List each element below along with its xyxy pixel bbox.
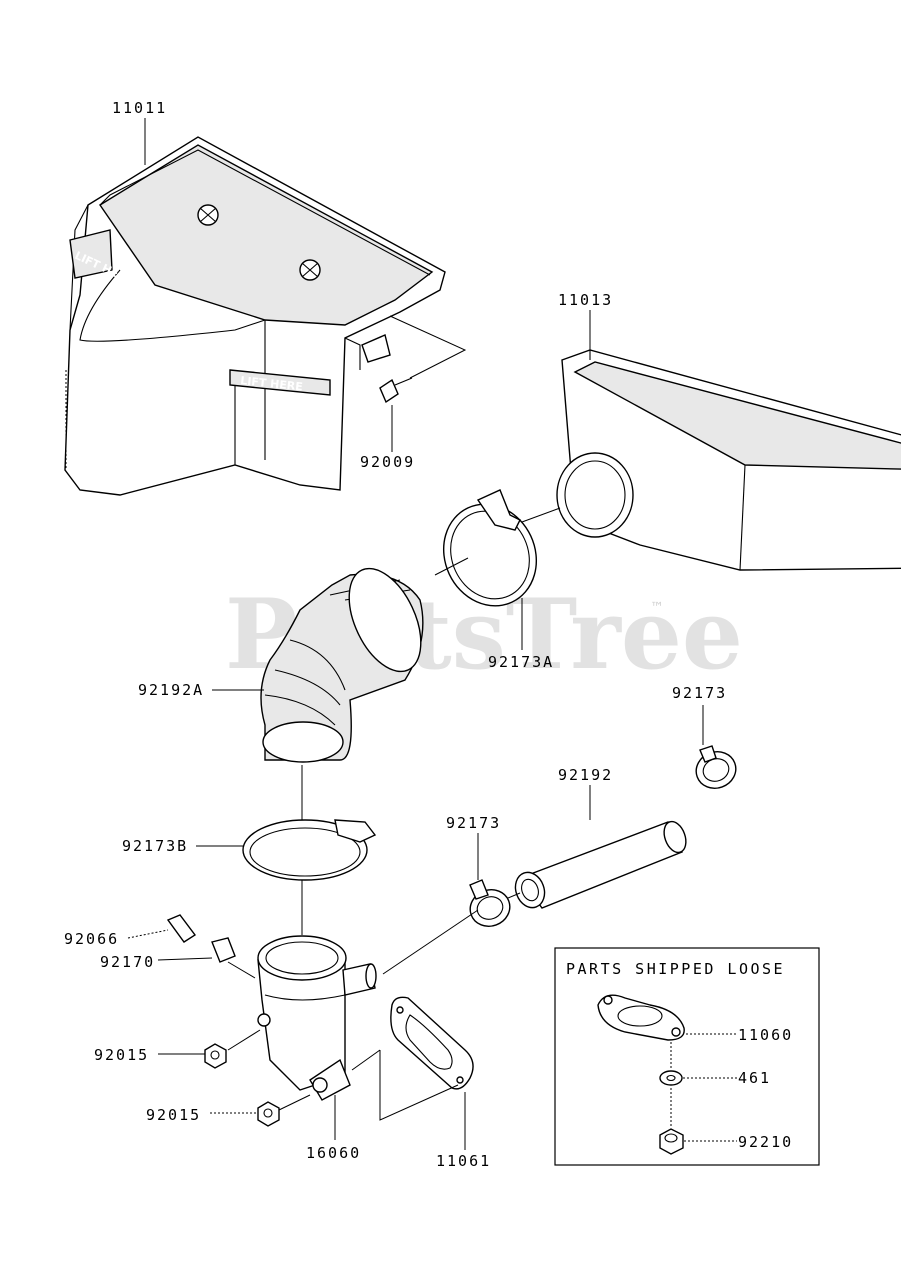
elbow-pipe-16060 bbox=[257, 935, 377, 1101]
leader-lines bbox=[65, 118, 704, 1150]
washer-461 bbox=[659, 1070, 683, 1086]
label-92192: 92192 bbox=[558, 766, 613, 784]
watermark-trademark: ™ bbox=[650, 600, 664, 616]
label-11061: 11061 bbox=[436, 1152, 491, 1170]
label-92009: 92009 bbox=[360, 453, 415, 471]
hose-clamp-92173A bbox=[442, 489, 538, 607]
hose-clamp-92173-mid bbox=[469, 879, 511, 927]
clip-92170 bbox=[211, 937, 236, 963]
label-11060: 11060 bbox=[738, 1026, 793, 1044]
label-92015-b: 92015 bbox=[146, 1106, 201, 1124]
hose-clamp-92173B bbox=[242, 819, 377, 881]
nut-92015-b bbox=[257, 1101, 280, 1127]
label-92173-top: 92173 bbox=[672, 684, 727, 702]
label-92210: 92210 bbox=[738, 1133, 793, 1151]
hose-92192 bbox=[514, 820, 687, 909]
part-labels: 11011 11013 92009 92173A 92192A 92173 92… bbox=[64, 99, 793, 1170]
label-92173A: 92173A bbox=[488, 653, 554, 671]
label-92015-a: 92015 bbox=[94, 1046, 149, 1064]
cover-knob-2 bbox=[299, 259, 321, 281]
gasket-11061 bbox=[390, 996, 474, 1090]
hose-clamp-92173-top bbox=[695, 745, 737, 789]
parts-shipped-loose-box: PARTS SHIPPED LOOSE bbox=[554, 947, 820, 1166]
label-11013: 11013 bbox=[558, 291, 613, 309]
label-92173-mid: 92173 bbox=[446, 814, 501, 832]
label-11011: 11011 bbox=[112, 99, 167, 117]
screw-92009 bbox=[379, 315, 467, 404]
air-cleaner-cover: LIFT HERE LIFT HERE bbox=[64, 136, 446, 496]
air-filter-element bbox=[556, 349, 901, 571]
cover-knob-1 bbox=[197, 204, 219, 226]
label-461: 461 bbox=[738, 1069, 771, 1087]
elbow-hose-92192A bbox=[260, 567, 424, 763]
label-92170: 92170 bbox=[100, 953, 155, 971]
parts-box-title: PARTS SHIPPED LOOSE bbox=[566, 960, 785, 978]
nut-92015-a bbox=[204, 1043, 227, 1069]
gasket-11060 bbox=[597, 994, 685, 1041]
label-92066: 92066 bbox=[64, 930, 119, 948]
plug-92066 bbox=[166, 914, 197, 943]
label-92173B: 92173B bbox=[122, 837, 188, 855]
label-16060: 16060 bbox=[306, 1144, 361, 1162]
nut-92210 bbox=[659, 1128, 684, 1155]
label-92192A: 92192A bbox=[138, 681, 204, 699]
